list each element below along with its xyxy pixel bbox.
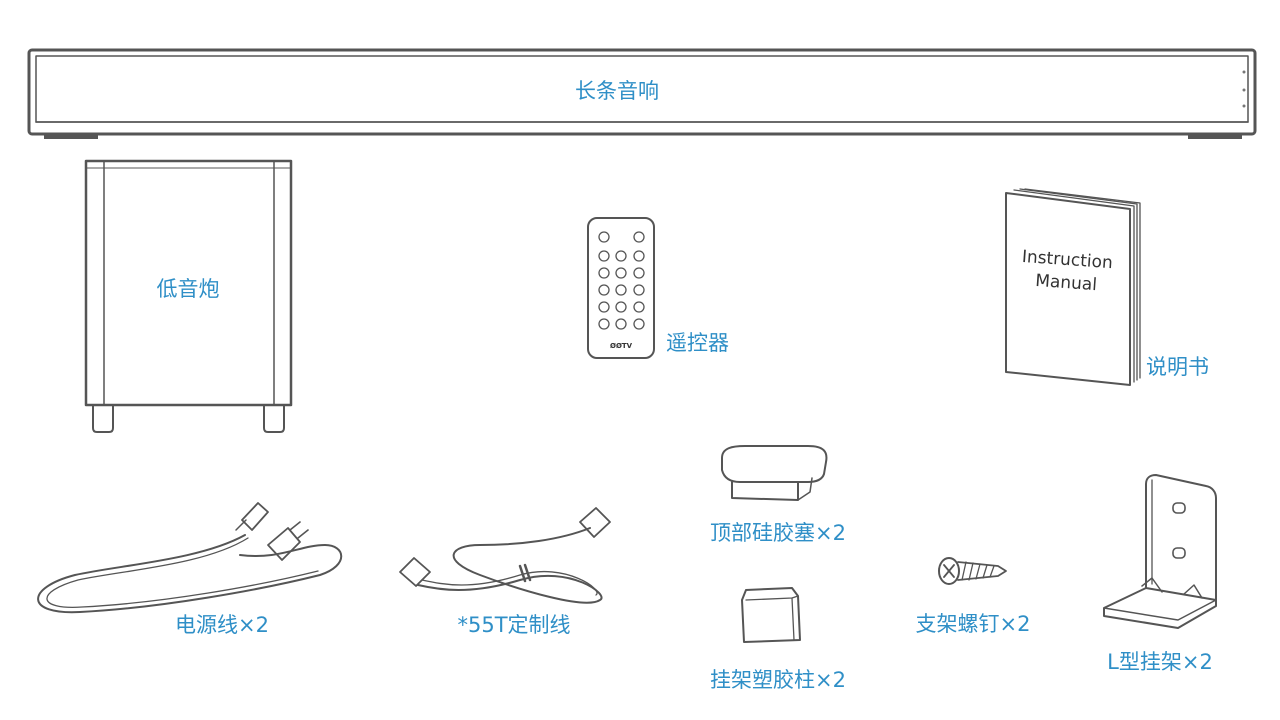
screw-drawing xyxy=(938,557,1007,585)
silicone-plug-drawing xyxy=(721,445,828,501)
label-power-cable: 电源线×2 xyxy=(175,613,269,637)
soundbar-drawing xyxy=(27,48,1257,139)
power-cable-drawing xyxy=(37,502,343,614)
label-manual: 说明书 xyxy=(1146,355,1209,379)
custom-cable-drawing xyxy=(399,507,611,604)
manual-cover-line2: Manual xyxy=(1035,271,1098,295)
l-bracket-drawing xyxy=(1103,474,1217,629)
manual-cover-text: Instruction Manual xyxy=(1021,247,1113,295)
label-bracket-screw: 支架螺钉×2 xyxy=(915,612,1031,636)
plastic-post-drawing xyxy=(741,587,801,643)
label-remote: 遥控器 xyxy=(666,331,729,355)
remote-drawing xyxy=(587,217,655,359)
label-bracket-plastic-post: 挂架塑胶柱×2 xyxy=(710,668,846,692)
manual-cover-line1: Instruction xyxy=(1021,247,1113,273)
label-subwoofer: 低音炮 xyxy=(156,277,220,301)
label-top-silicone-plug: 顶部硅胶塞×2 xyxy=(710,521,846,545)
label-soundbar: 长条音响 xyxy=(575,79,659,103)
manual-drawing xyxy=(1005,188,1141,386)
label-custom-cable: *55T定制线 xyxy=(457,613,571,637)
remote-brand: ØØTV xyxy=(610,342,633,350)
label-l-bracket: L型挂架×2 xyxy=(1107,650,1213,674)
subwoofer-drawing xyxy=(84,159,293,433)
